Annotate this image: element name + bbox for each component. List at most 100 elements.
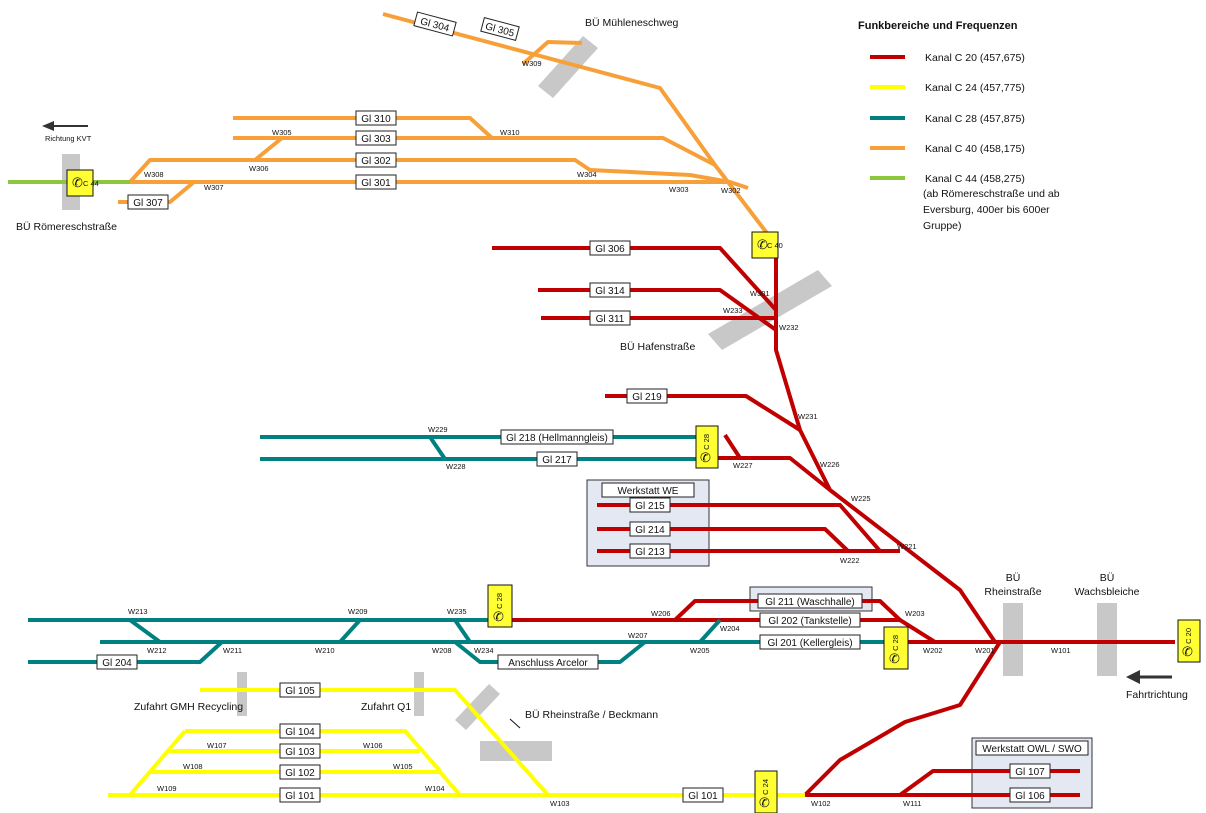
switch-label: W208 [432, 646, 452, 655]
svg-text:Gl 305: Gl 305 [484, 21, 516, 39]
switch-labels: W309 W310 W305 W306 W308 W307 W304 W303 … [128, 59, 1071, 808]
legend-note-line: Eversburg, 400er bis 600er [923, 204, 1050, 216]
svg-text:C 44: C 44 [83, 179, 99, 188]
legend-item-c28: Kanal C 28 (457,875) [870, 113, 1025, 125]
svg-text:Kanal C 40 (458,175): Kanal C 40 (458,175) [925, 143, 1025, 155]
tracks-c40 [118, 12, 778, 247]
werkstatt-owl-label: Werkstatt OWL / SWO [975, 740, 1089, 756]
svg-text:Gl 302: Gl 302 [361, 156, 391, 167]
track-label: Gl 301 [355, 174, 397, 190]
track-label: Gl 213 [629, 543, 671, 559]
switch-label: W309 [522, 59, 542, 68]
track-label: Gl 310 [355, 110, 397, 126]
switch-label: W227 [733, 461, 753, 470]
phone-c28-c: ✆C 28 [883, 626, 909, 670]
svg-text:C 20: C 20 [1184, 628, 1193, 644]
svg-text:Gl 303: Gl 303 [361, 134, 391, 145]
track-label: Gl 219 [626, 388, 668, 404]
track-label: Gl 305 [480, 16, 520, 42]
zufahrt-q1-label: Zufahrt Q1 [361, 701, 411, 713]
svg-text:✆: ✆ [493, 609, 504, 624]
switch-label: W307 [204, 183, 224, 192]
crossing-bar-zufahrt-q1 [414, 672, 424, 716]
track-label: Gl 215 [629, 497, 671, 513]
switch-label: W306 [249, 164, 269, 173]
switch-label: W108 [183, 762, 203, 771]
svg-text:Gl 314: Gl 314 [595, 286, 625, 297]
track-label: Gl 106 [1009, 787, 1051, 803]
crossing-label-muehleneschweg: BÜ Mühleneschweg [585, 17, 679, 29]
track-label: Gl 102 [279, 764, 321, 780]
switch-label: W302 [721, 186, 741, 195]
switch-label: W209 [348, 607, 368, 616]
legend-note-line: Gruppe) [923, 220, 962, 232]
phone-c20: ✆C 20 [1177, 619, 1201, 663]
svg-text:Werkstatt WE: Werkstatt WE [618, 486, 679, 497]
richtung-kvt-label: Richtung KVT [45, 134, 92, 143]
switch-label: W222 [840, 556, 860, 565]
svg-text:Gl 217: Gl 217 [542, 455, 572, 466]
switch-label: W202 [923, 646, 943, 655]
svg-text:Gl 304: Gl 304 [419, 16, 451, 34]
switch-label: W201 [975, 646, 995, 655]
switch-label: W232 [779, 323, 799, 332]
switch-label: W305 [272, 128, 292, 137]
track-label: Gl 314 [589, 282, 631, 298]
switch-label: W225 [851, 494, 871, 503]
switch-label: W221 [897, 542, 917, 551]
track-label: Gl 303 [355, 130, 397, 146]
crossing-bar-zufahrt-gmh [237, 672, 247, 716]
switch-label: W203 [905, 609, 925, 618]
track-label: Gl 306 [589, 240, 631, 256]
svg-text:Gl 215: Gl 215 [635, 501, 665, 512]
svg-text:Gl 201 (Kellergleis): Gl 201 (Kellergleis) [767, 638, 852, 649]
legend-title: Funkbereiche und Frequenzen [858, 20, 1018, 32]
switch-label: W229 [428, 425, 448, 434]
werkstatt-we-label: Werkstatt WE [601, 482, 695, 498]
track-boxes: Gl 304 Gl 305 Gl 310 Gl 303 Gl 302 Gl 30… [96, 11, 1051, 803]
switch-label: W204 [720, 624, 740, 633]
crossing-bar-hafenstrasse [708, 270, 832, 350]
crossing-label-beckmann: BÜ Rheinstraße / Beckmann [525, 709, 658, 721]
svg-text:C 28: C 28 [891, 635, 900, 651]
zufahrt-gmh-label: Zufahrt GMH Recycling [134, 701, 243, 713]
track-label: Gl 307 [127, 194, 169, 210]
track-label: Gl 304 [413, 11, 457, 37]
svg-text:✆: ✆ [1182, 644, 1193, 659]
svg-text:Gl 306: Gl 306 [595, 244, 625, 255]
crossing-label-roemereschstrasse: BÜ Römereschstraße [16, 221, 117, 233]
switch-label: W210 [315, 646, 335, 655]
crossing-label-rheinstrasse: Rheinstraße [984, 586, 1041, 598]
switch-label: W105 [393, 762, 413, 771]
switch-label: W234 [474, 646, 494, 655]
svg-text:Gl 103: Gl 103 [285, 747, 315, 758]
svg-text:Gl 106: Gl 106 [1015, 791, 1045, 802]
svg-text:✆: ✆ [72, 175, 83, 190]
track-label: Gl 101 [279, 787, 321, 803]
fahrtrichtung-arrow-icon [1126, 670, 1172, 684]
svg-text:Kanal C 20 (457,675): Kanal C 20 (457,675) [925, 52, 1025, 64]
track-label: Gl 217 [536, 451, 578, 467]
svg-text:Gl 107: Gl 107 [1015, 767, 1045, 778]
crossing-label-wachsbleiche: Wachsbleiche [1075, 586, 1140, 598]
phone-c40: ✆C 40 [751, 231, 783, 259]
switch-label: W303 [669, 185, 689, 194]
switch-label: W310 [500, 128, 520, 137]
switch-label: W301 [750, 289, 770, 298]
svg-text:✆: ✆ [759, 795, 770, 810]
switch-label: W235 [447, 607, 467, 616]
track-label: Gl 311 [589, 310, 631, 326]
svg-text:Kanal C 44 (458,275): Kanal C 44 (458,275) [925, 173, 1025, 185]
switch-label: W211 [223, 646, 242, 655]
svg-text:Gl 102: Gl 102 [285, 768, 315, 779]
crossing-bar-muehleneschweg [538, 36, 598, 98]
crossing-bar-beckmann-2 [480, 741, 552, 761]
switch-label: W213 [128, 607, 148, 616]
svg-text:Gl 204: Gl 204 [102, 658, 132, 669]
legend-item-c20: Kanal C 20 (457,675) [870, 52, 1025, 64]
track-label: Gl 101 [682, 787, 724, 803]
track-label: Gl 103 [279, 743, 321, 759]
svg-text:Anschluss Arcelor: Anschluss Arcelor [508, 658, 588, 669]
crossing-label-wachsbleiche-bue: BÜ [1100, 572, 1115, 584]
track-label: Anschluss Arcelor [497, 654, 599, 670]
